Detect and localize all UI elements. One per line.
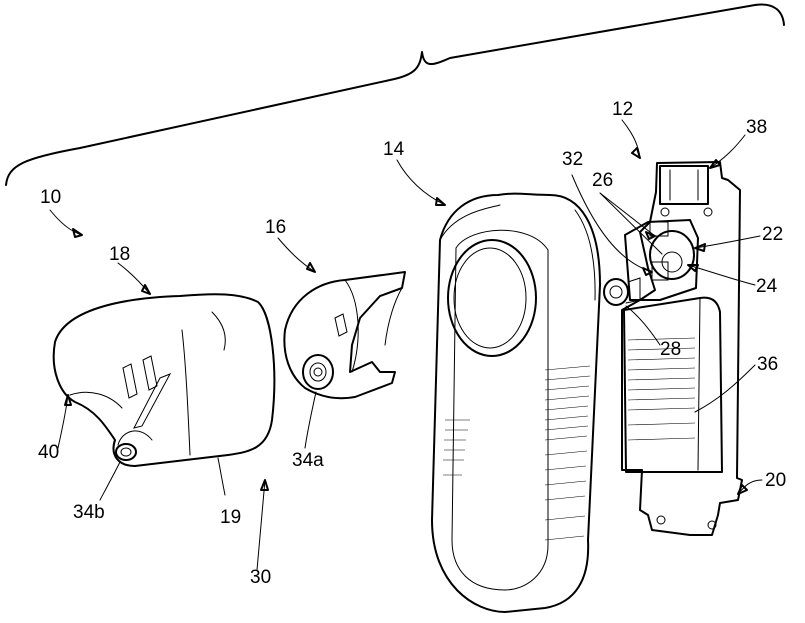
label-16: 16 [265,217,286,238]
label-18: 18 [109,244,130,265]
label-34a: 34a [292,450,324,471]
label-14: 14 [383,139,405,160]
label-36: 36 [757,354,778,375]
label-22: 22 [762,224,783,245]
housing-shell-14 [432,194,600,612]
label-19: 19 [220,507,241,528]
reference-numerals: 10 18 16 14 12 38 32 26 22 24 28 36 20 4… [38,99,786,588]
shell-shading [443,366,590,540]
label-24: 24 [756,276,778,297]
label-30: 30 [250,567,271,588]
label-40: 40 [38,442,59,463]
label-32: 32 [562,149,583,170]
nozzle-cap-16 [284,272,405,398]
label-20: 20 [765,470,786,491]
label-28: 28 [660,339,681,360]
label-10: 10 [40,187,61,208]
label-12: 12 [612,99,633,120]
label-26: 26 [592,170,613,191]
label-38: 38 [746,117,767,138]
label-34b: 34b [73,502,105,523]
mouthpiece-housing-18 [54,294,275,466]
